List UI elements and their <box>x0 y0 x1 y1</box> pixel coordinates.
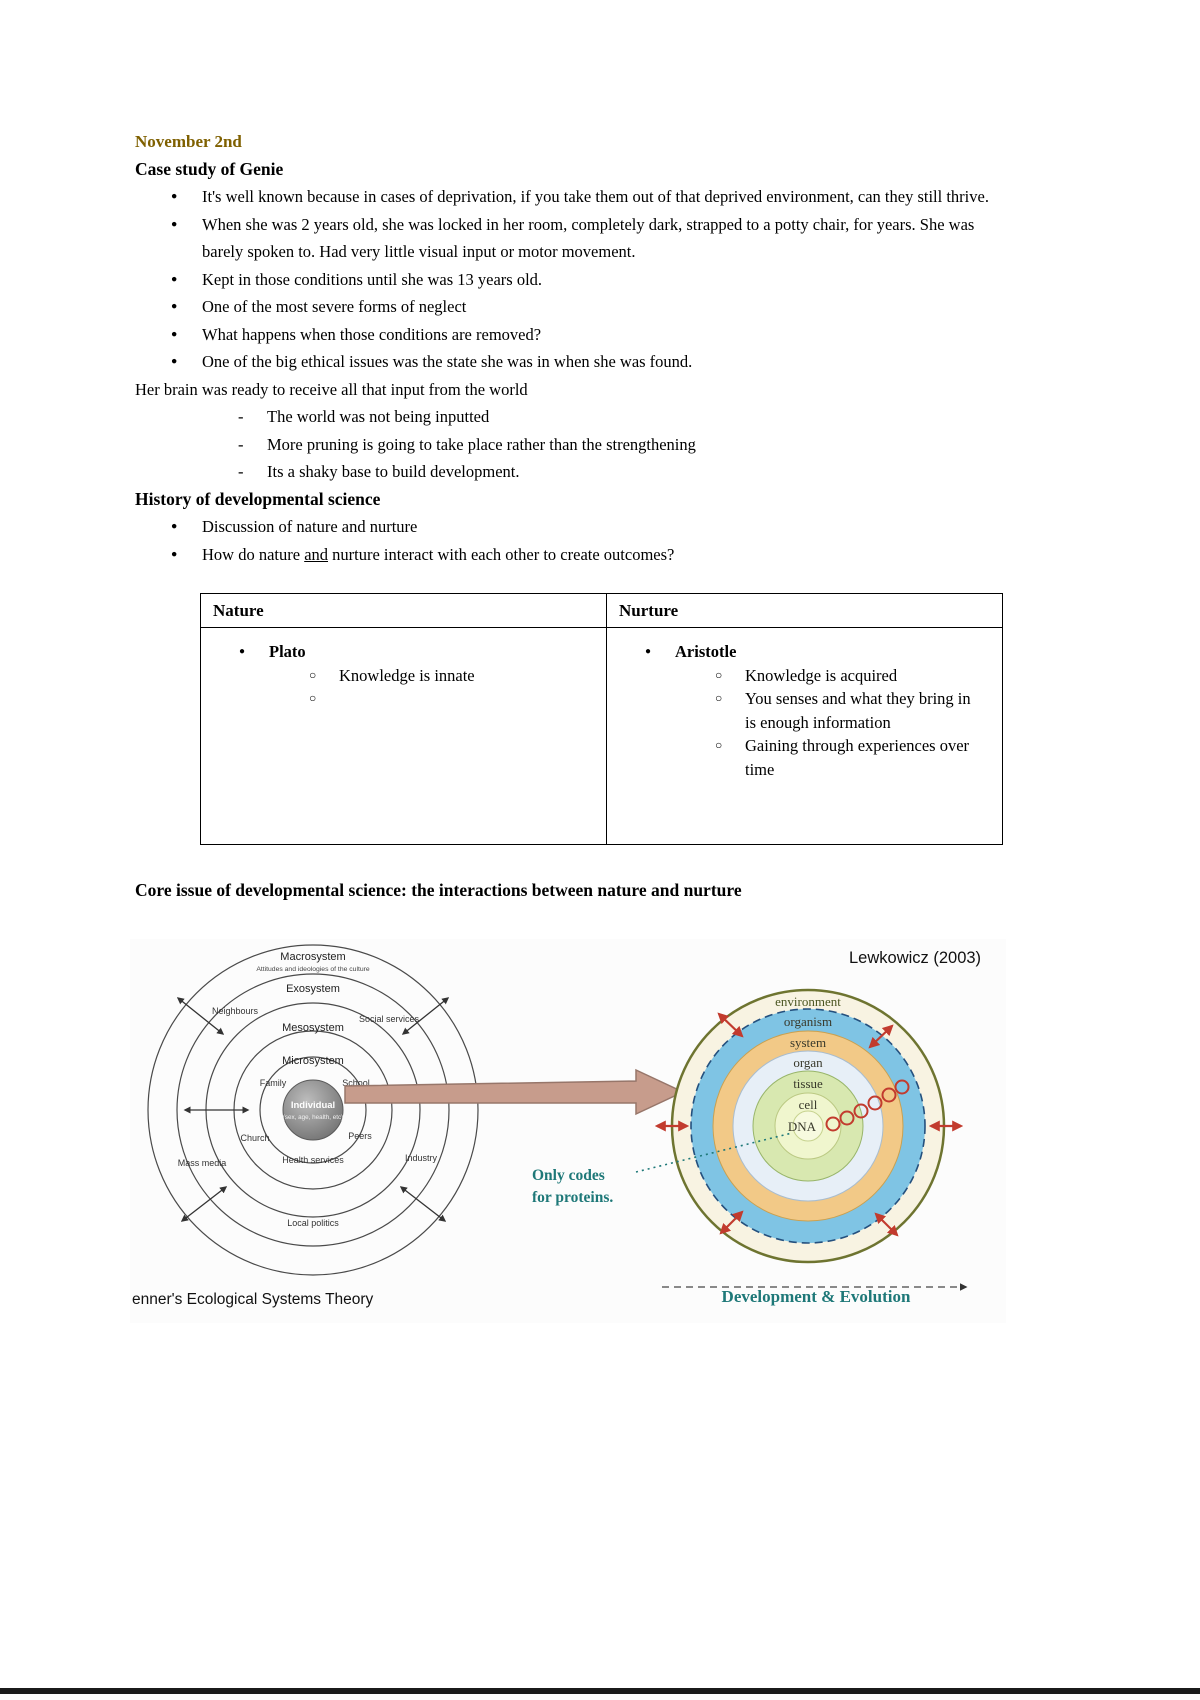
ring-exosystem <box>176 972 450 1247</box>
question-post: nurture interact with each other to crea… <box>328 544 675 564</box>
section-title-core-issue: Core issue of developmental science: the… <box>135 880 742 900</box>
double-arrow-icon <box>180 1185 228 1222</box>
table-header-row: Nature Nurture <box>200 593 1003 628</box>
bullet-item: How do nature and nurture interact with … <box>135 541 1010 569</box>
bullet-item: Kept in those conditions until she was 1… <box>135 266 1010 294</box>
dash-item: Its a shaky base to build development. <box>135 458 1010 486</box>
satellite-label: Church <box>240 1133 269 1143</box>
table-cell-nature: Plato Knowledge is innate <box>200 627 607 845</box>
bullet-item: Aristotle <box>613 640 996 664</box>
ecological-systems-diagram: Macrosystem Attitudes and ideologies of … <box>147 943 479 1276</box>
lew-label-tissue: tissue <box>793 1076 823 1091</box>
figure-area: Macrosystem Attitudes and ideologies of … <box>130 935 1010 1327</box>
nurture-main-list: Aristotle <box>613 640 996 664</box>
note-line: Her brain was ready to receive all that … <box>135 379 528 399</box>
satellite-label: School <box>342 1078 370 1088</box>
satellite-label: Industry <box>405 1153 438 1163</box>
lewkowicz-diagram: environment organism system organ tissue… <box>654 988 964 1263</box>
section-title-history: History of developmental science <box>135 488 381 509</box>
history-bullet-list: Discussion of nature and nurture How do … <box>135 513 1010 568</box>
bullet-item: One of the big ethical issues was the st… <box>135 348 1010 376</box>
satellite-label: Health services <box>282 1155 344 1165</box>
lew-label-organ: organ <box>793 1055 823 1070</box>
red-double-arrow-icon <box>868 1023 894 1049</box>
genie-bullet-list: It's well known because in cases of depr… <box>135 183 1010 376</box>
ring-macrosystem <box>147 943 479 1276</box>
lew-label-dna: DNA <box>788 1119 817 1134</box>
double-arrow-icon <box>176 996 225 1035</box>
ring-label-macrosystem: Macrosystem <box>280 951 345 963</box>
nature-sub-list: Knowledge is innate <box>207 664 600 711</box>
lew-label-organism: organism <box>784 1014 832 1029</box>
lew-label-cell: cell <box>799 1097 818 1112</box>
question-underlined-word: and <box>304 544 329 564</box>
individual-sub-label: (sex, age, health, etc) <box>283 1114 344 1121</box>
table-header-nurture: Nurture <box>606 593 1003 628</box>
lewkowicz-attribution: Lewkowicz (2003) <box>849 949 981 967</box>
lew-label-system: system <box>790 1035 826 1050</box>
figure-svg: Macrosystem Attitudes and ideologies of … <box>130 938 1006 1323</box>
page-break-line <box>0 1688 1200 1694</box>
satellite-label: Peers <box>348 1131 372 1141</box>
ecological-theory-caption: enner's Ecological Systems Theory <box>132 1291 374 1308</box>
red-double-arrow-icon <box>874 1211 899 1237</box>
section-title-genie: Case study of Genie <box>135 158 284 179</box>
red-double-arrow-icon <box>717 1011 744 1038</box>
big-transfer-arrow <box>344 1068 685 1115</box>
nature-main-list: Plato <box>207 640 600 664</box>
bullet-item: One of the most severe forms of neglect <box>135 293 1010 321</box>
document-content: November 2nd Case study of Genie It's we… <box>130 128 1010 1327</box>
bullet-item: Plato <box>207 640 600 664</box>
genie-dash-list: The world was not being inputted More pr… <box>135 403 1010 486</box>
dash-item: The world was not being inputted <box>135 403 1010 431</box>
bullet-item: It's well known because in cases of depr… <box>135 183 1010 211</box>
bullet-item: When she was 2 years old, she was locked… <box>135 211 1010 266</box>
ring-label-microsystem: Microsystem <box>282 1055 344 1067</box>
table-body-row: Plato Knowledge is innate Aristotle Know… <box>200 627 1003 845</box>
nature-nurture-table: Nature Nurture Plato Knowledge is innate… <box>200 593 1003 845</box>
ring-inner <box>259 1055 367 1164</box>
satellite-label: Local politics <box>287 1218 339 1228</box>
ring-label-mesosystem: Mesosystem <box>282 1022 344 1034</box>
sub-bullet-item: Knowledge is acquired <box>613 664 996 688</box>
double-arrow-icon <box>401 996 450 1035</box>
individual-circle <box>282 1079 344 1140</box>
macrosystem-subtitle: Attitudes and ideologies of the culture <box>256 966 370 973</box>
note-text-line2: for proteins. <box>532 1189 613 1206</box>
ring-label-exosystem: Exosystem <box>286 983 340 995</box>
satellite-label: Neighbours <box>212 1006 259 1016</box>
dna-helix-icon <box>825 1079 910 1131</box>
table-header-nature: Nature <box>200 593 607 628</box>
date-heading: November 2nd <box>135 132 242 151</box>
double-arrow-icon <box>399 1185 447 1222</box>
sub-bullet-item: Gaining through experiences over time <box>613 734 996 781</box>
dash-item: More pruning is going to take place rath… <box>135 431 1010 459</box>
lew-label-environment: environment <box>775 994 841 1009</box>
satellite-label: Mass media <box>178 1158 227 1168</box>
sub-bullet-item: Knowledge is innate <box>207 664 600 688</box>
development-evolution-caption: Development & Evolution <box>722 1287 911 1306</box>
satellite-label: Family <box>260 1078 287 1088</box>
nurture-sub-list: Knowledge is acquired You senses and wha… <box>613 664 996 782</box>
note-text-line1: Only codes <box>532 1167 605 1184</box>
table-cell-nurture: Aristotle Knowledge is acquired You sens… <box>606 627 1003 845</box>
bullet-item: What happens when those conditions are r… <box>135 321 1010 349</box>
sub-bullet-item: You senses and what they bring in is eno… <box>613 687 996 734</box>
satellite-label: Social services <box>359 1014 420 1024</box>
individual-label: Individual <box>291 1100 335 1111</box>
bullet-item: Discussion of nature and nurture <box>135 513 1010 541</box>
question-pre: How do nature <box>202 544 305 564</box>
ring-dna-center <box>792 1110 824 1141</box>
red-double-arrow-icon <box>719 1209 744 1235</box>
